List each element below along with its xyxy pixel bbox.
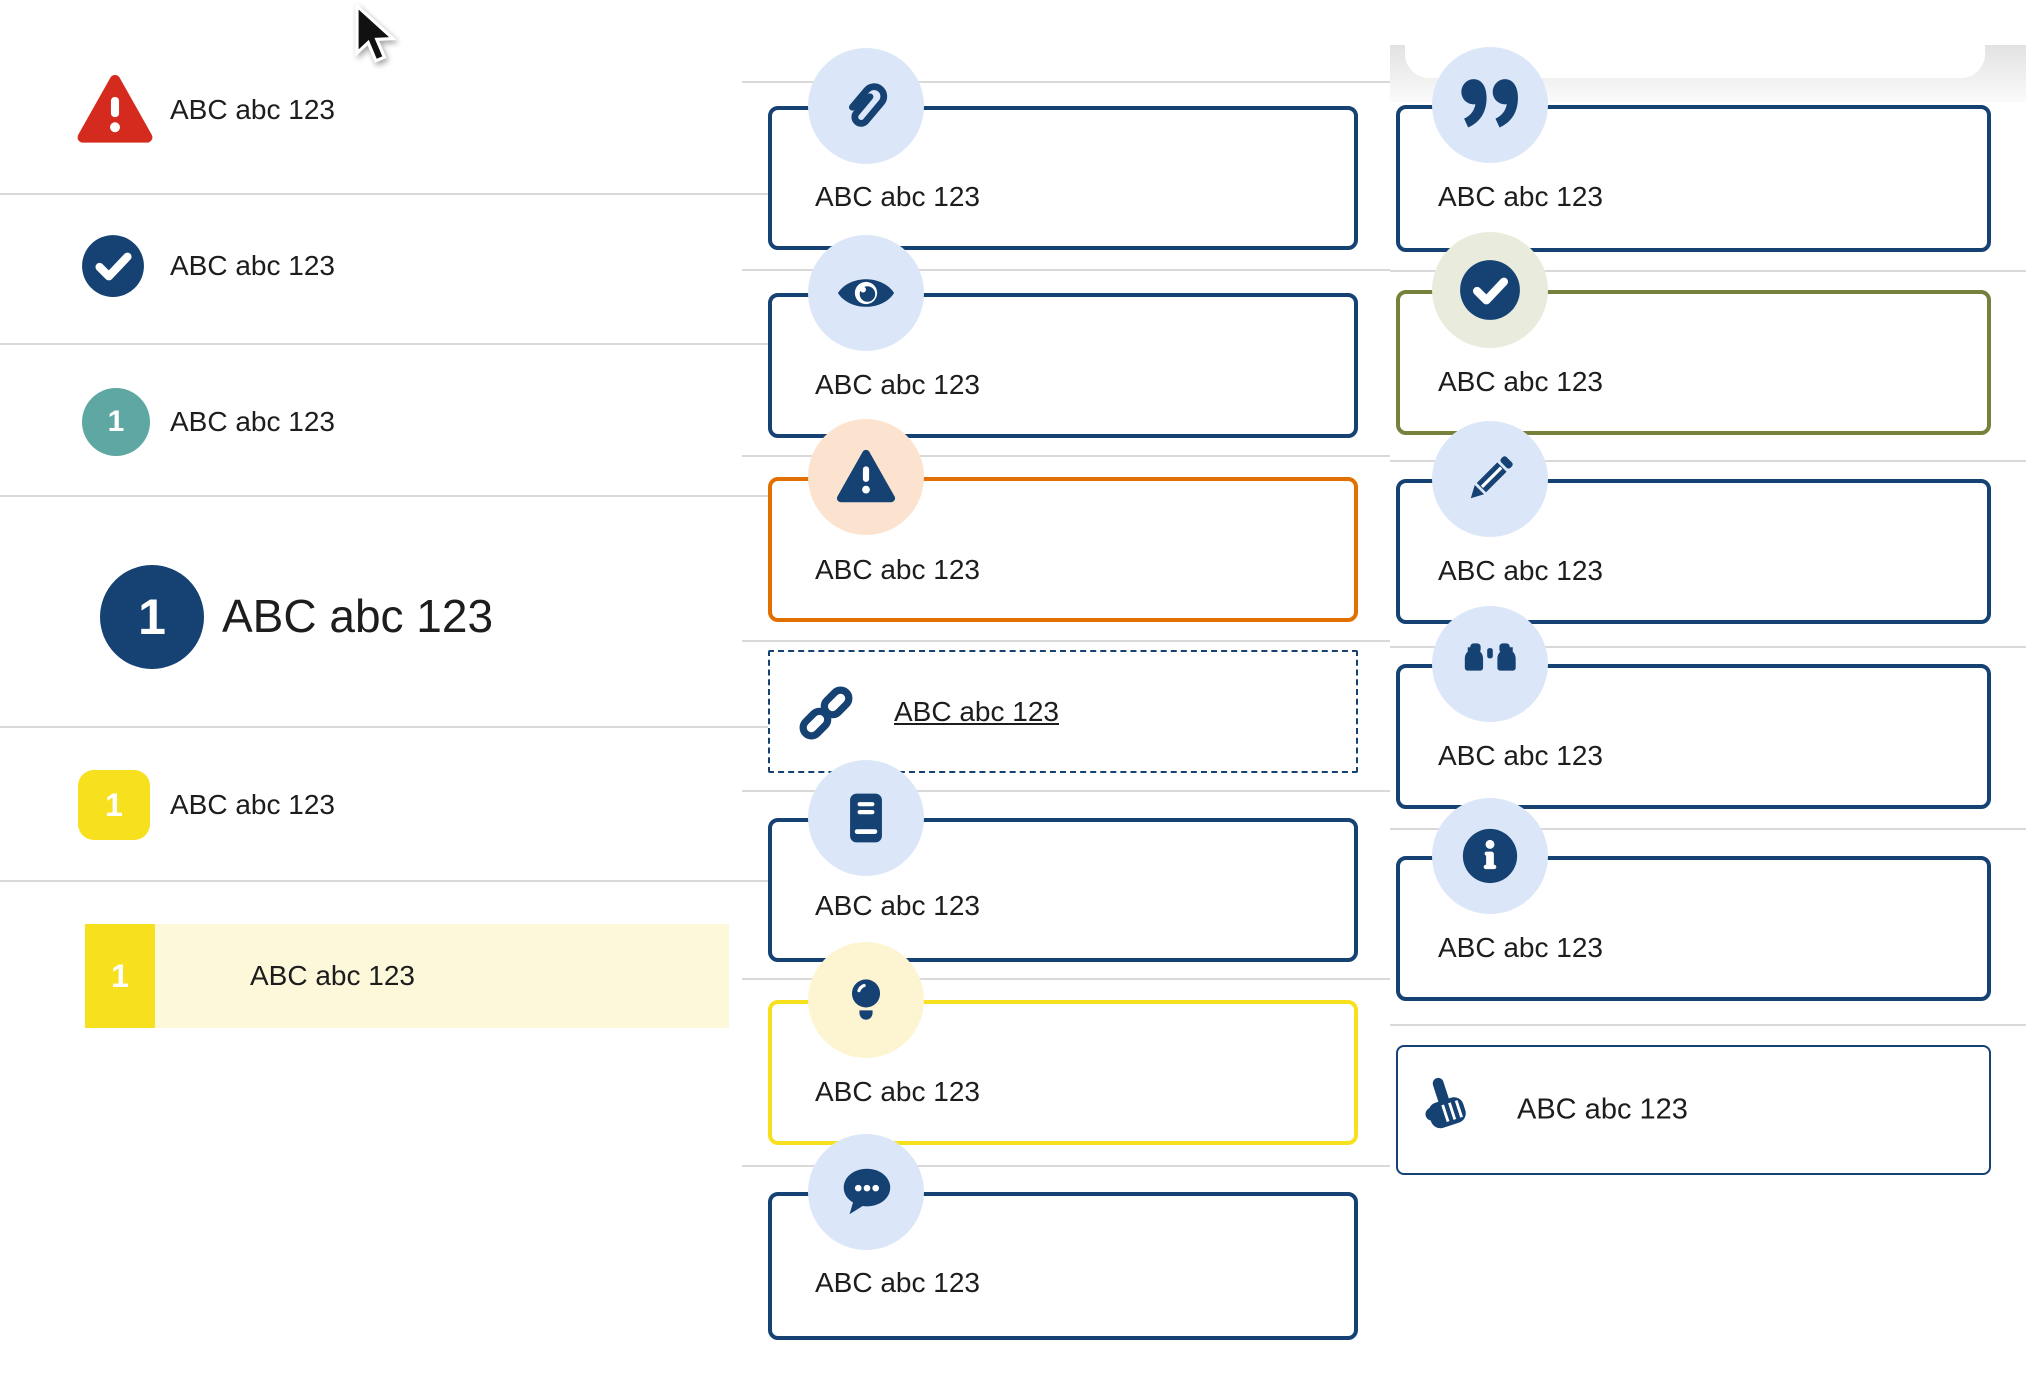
divider <box>0 880 785 882</box>
divider <box>0 193 785 195</box>
icon-circle <box>1432 232 1548 348</box>
divider <box>742 455 1390 457</box>
divider <box>1390 1024 2026 1026</box>
divider <box>742 81 1390 83</box>
icon-circle <box>808 48 924 164</box>
divider <box>1390 460 2026 462</box>
callout-box <box>768 650 1358 773</box>
callout-box <box>1396 479 1991 624</box>
divider <box>1390 828 2026 830</box>
list-item-label: ABC abc 123 <box>222 590 494 642</box>
list-item-label: ABC abc 123 <box>250 960 415 991</box>
divider <box>742 640 1390 642</box>
callout-label: ABC abc 123 <box>815 1267 980 1298</box>
callout-label: ABC abc 123 <box>1438 932 1603 963</box>
pencil-icon <box>1470 456 1513 499</box>
callout-label: ABC abc 123 <box>815 890 980 921</box>
callout-label: ABC abc 123 <box>1438 555 1603 586</box>
warning-triangle-icon <box>836 449 896 503</box>
yellow-number-badge: 1 <box>78 770 150 840</box>
book-icon <box>850 793 882 843</box>
callout-label: ABC abc 123 <box>815 369 980 400</box>
divider <box>0 343 785 345</box>
callout-box <box>1396 1045 1991 1175</box>
callout-link-text[interactable]: ABC abc 123 <box>894 696 1059 727</box>
icon-circle <box>808 419 924 535</box>
callout-label: ABC abc 123 <box>1438 366 1603 397</box>
divider <box>0 495 785 497</box>
callout-label: ABC abc 123 <box>815 181 980 212</box>
icon-circle <box>1432 421 1548 537</box>
check-circle-icon <box>1460 260 1520 320</box>
quote-icon <box>1461 79 1518 128</box>
callout-label: ABC abc 123 <box>1438 740 1603 771</box>
highlight-row-background <box>85 924 729 1028</box>
callout-box <box>768 293 1358 438</box>
icon-circle <box>808 1134 924 1250</box>
list-item-label: ABC abc 123 <box>170 94 335 125</box>
chat-icon <box>843 1168 891 1215</box>
callout-label: ABC abc 123 <box>1517 1093 1688 1126</box>
mouse-cursor <box>355 4 397 63</box>
icon-circle <box>808 235 924 351</box>
icon-circle <box>1432 47 1548 163</box>
list-item-label: ABC abc 123 <box>170 406 335 437</box>
icon-circle <box>1432 798 1548 914</box>
binoculars-icon <box>1464 643 1516 671</box>
icon-circle <box>1432 606 1548 722</box>
divider <box>742 1165 1390 1167</box>
link-icon <box>799 686 853 740</box>
check-circle-icon <box>82 235 144 297</box>
callout-label: ABC abc 123 <box>815 554 980 585</box>
yellow-number-badge: 1 <box>85 924 155 1028</box>
divider <box>742 790 1390 792</box>
divider <box>1390 646 2026 648</box>
eye-icon <box>837 279 895 307</box>
callout-label: ABC abc 123 <box>1438 181 1603 212</box>
callout-label: ABC abc 123 <box>815 1076 980 1107</box>
divider <box>0 726 785 728</box>
alert-triangle-icon <box>77 74 153 143</box>
icon-circle <box>808 760 924 876</box>
paperclip-icon <box>848 83 888 127</box>
list-item-label: ABC abc 123 <box>170 250 335 281</box>
large-navy-number-badge: 1 <box>100 565 204 669</box>
divider <box>742 269 1390 271</box>
hand-point-icon <box>1425 1077 1466 1129</box>
callout-box <box>768 1000 1358 1145</box>
lightbulb-icon <box>851 979 881 1020</box>
icon-circle <box>808 942 924 1058</box>
divider <box>742 978 1390 980</box>
info-icon <box>1462 828 1518 884</box>
divider <box>1390 270 2026 272</box>
teal-number-badge: 1 <box>82 388 150 456</box>
list-item-label: ABC abc 123 <box>170 789 335 820</box>
